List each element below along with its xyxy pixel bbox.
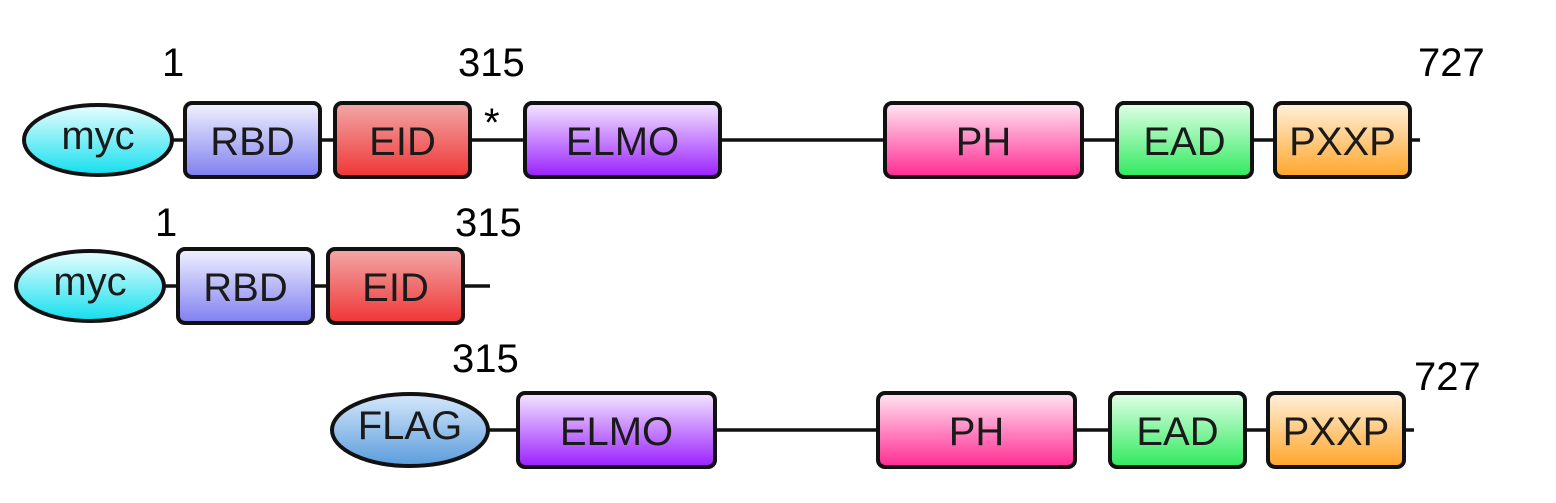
tag-ellipse	[14, 249, 166, 323]
domain-label: PXXP	[1283, 410, 1390, 454]
tag-ellipse	[330, 392, 490, 468]
mutation-marker: *	[484, 101, 500, 145]
domain-box	[883, 101, 1084, 179]
domain-box	[516, 391, 717, 469]
tag-label: myc	[53, 260, 126, 304]
domain-label: EID	[369, 120, 436, 164]
domain-elmo: ELMO	[516, 391, 717, 469]
domain-box	[523, 101, 722, 179]
domain-ead: EAD	[1115, 101, 1254, 179]
tag-myc: myc	[22, 103, 174, 177]
domain-label: ELMO	[566, 120, 679, 164]
domain-box	[1266, 391, 1406, 469]
domain-box	[876, 391, 1077, 469]
domain-elmo: ELMO	[523, 101, 722, 179]
construct-c-terminal: FLAG ELMO PH EAD PXXP 315 727	[330, 337, 1481, 469]
domain-box	[1115, 101, 1254, 179]
domain-box	[326, 247, 465, 325]
domain-rbd: RBD	[176, 247, 315, 325]
domain-box	[333, 101, 472, 179]
construct-full-length: myc RBD EID ELMO PH EAD PXXP 1 315 727 *	[22, 41, 1485, 179]
domain-label: PH	[949, 410, 1005, 454]
domain-label: EAD	[1136, 410, 1218, 454]
domain-box	[176, 247, 315, 325]
tag-label: myc	[61, 114, 134, 158]
residue-split-label: 315	[458, 41, 525, 85]
residue-start-label: 1	[155, 201, 177, 245]
residue-split-label: 315	[455, 201, 522, 245]
domain-ph: PH	[876, 391, 1077, 469]
domain-label: RBD	[203, 266, 287, 310]
tag-label: FLAG	[358, 404, 462, 448]
domain-label: EAD	[1143, 120, 1225, 164]
domain-box	[1108, 391, 1247, 469]
domain-label: ELMO	[560, 410, 673, 454]
tag-myc: myc	[14, 249, 166, 323]
domain-ph: PH	[883, 101, 1084, 179]
domain-box	[1273, 101, 1412, 179]
residue-start-label: 1	[162, 41, 184, 85]
tag-flag: FLAG	[330, 392, 490, 468]
domain-eid: EID	[326, 247, 465, 325]
domain-label: PH	[956, 120, 1012, 164]
residue-end-label: 727	[1414, 355, 1481, 399]
residue-end-label: 727	[1418, 41, 1485, 85]
domain-pxxp: PXXP	[1273, 101, 1412, 179]
construct-n-terminal: myc RBD EID 1 315	[14, 201, 522, 325]
tag-ellipse	[22, 103, 174, 177]
domain-label: EID	[362, 266, 429, 310]
domain-pxxp: PXXP	[1266, 391, 1406, 469]
residue-split-label: 315	[452, 337, 519, 381]
domain-label: RBD	[210, 120, 294, 164]
domain-box	[183, 101, 322, 179]
domain-rbd: RBD	[183, 101, 322, 179]
domain-ead: EAD	[1108, 391, 1247, 469]
domain-label: PXXP	[1289, 120, 1396, 164]
domain-eid: EID	[333, 101, 472, 179]
